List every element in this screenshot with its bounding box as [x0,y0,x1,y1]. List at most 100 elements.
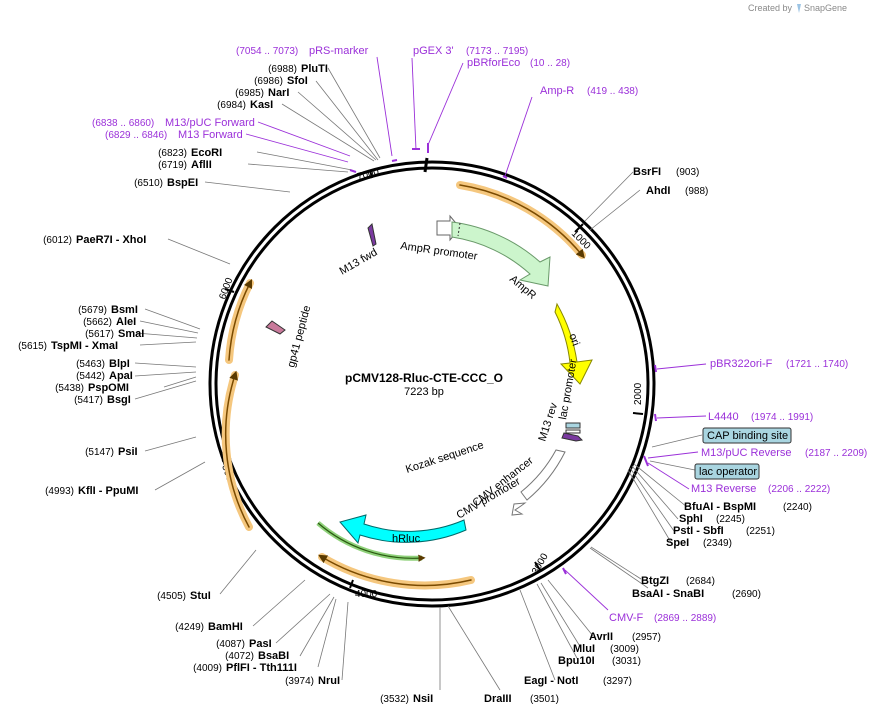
primer-name: M13/pUC Reverse [701,447,791,459]
ori-arrow [554,302,593,385]
snapgene-logo-icon [797,4,801,13]
origin-tick [423,157,429,173]
primer-name: pRS-marker [309,45,369,57]
m13-rev-label: M13 rev [536,401,560,443]
enzyme-name: BsrFI [633,166,661,178]
enzyme-name: PaeR7I - XhoI [76,234,146,246]
enzyme-name: AflII [191,159,212,171]
enzyme-pos: (903) [676,167,699,178]
primer-range: (2187 .. 2209) [805,448,867,459]
cap-binding-site-label: CAP binding site [707,430,788,442]
enzyme-name: BamHI [208,621,243,633]
primer-range: (419 .. 438) [587,86,638,97]
primer-range: (7054 .. 7073) [236,46,298,57]
enzyme-pos: (5615) [18,341,47,352]
hrluc-arrow [339,514,467,545]
enzyme-name: AhdI [646,185,670,197]
primer-range: (2869 .. 2889) [654,613,716,624]
enzyme-pos: (3031) [612,656,641,667]
lac-operator-box [694,463,760,480]
enzyme-pos: (3532) [380,694,409,705]
ori-label: ori [566,332,581,348]
enzyme-pos: (3009) [610,644,639,655]
primer-range: (7173 .. 7195) [466,46,528,57]
enzyme-pos: (4009) [193,663,222,674]
enzyme-pos: (2957) [632,632,661,643]
primer-range: (1974 .. 1991) [751,412,813,423]
enzyme-pos: (2684) [686,576,715,587]
enzyme-name: TspMI - XmaI [51,340,118,352]
enzyme-name: BsaBI [258,650,289,662]
enzyme-name: NarI [268,87,289,99]
primer-range: (6838 .. 6860) [92,118,154,129]
enzyme-name: EcoRI [191,147,222,159]
tick-4000: 4000 [355,589,378,600]
enzyme-name: SfoI [287,75,308,87]
enzyme-name: ApaI [109,370,133,382]
kozak-label: Kozak sequence [404,439,485,476]
enzyme-name: PluTI [301,63,328,75]
lac-operator-label: lac operator [699,466,757,478]
enzyme-name: PsiI [118,446,138,458]
enzyme-pos: (988) [685,186,708,197]
snapgene-brand: SnapGene [804,3,847,13]
enzyme-name: KflI - PpuMI [78,485,139,497]
orf-arcs [221,181,586,590]
enzyme-pos: (6719) [158,160,187,171]
m13-fwd-arrow [367,222,377,247]
enzyme-name: SpeI [666,537,689,549]
ampr-promoter-label: AmpR promoter [400,240,479,263]
enzyme-pos: (3297) [603,676,632,687]
enzyme-name: AleI [116,316,136,328]
enzyme-name: StuI [190,590,211,602]
enzyme-name: Bpu10I [558,655,595,667]
enzyme-pos: (6823) [158,148,187,159]
cmv-enhancer-arrow [520,449,566,501]
enzyme-name: BspEI [167,177,198,189]
enzyme-name: NruI [318,675,340,687]
enzyme-pos: (5617) [85,329,114,340]
tick-marks [221,169,644,589]
enzyme-pos: (6510) [134,178,163,189]
gp41-peptide-mark [265,320,286,335]
leader-lines [134,67,703,691]
tick-2000: 2000 [633,382,644,405]
enzyme-name: PasI [249,638,272,650]
enzyme-pos: (5679) [78,305,107,316]
primer-name: pBR322ori-F [710,358,773,370]
enzyme-name: EagI - NotI [524,675,578,687]
enzyme-pos: (4993) [45,486,74,497]
created-by-text: Created by [748,3,793,13]
primer-name: pGEX 3' [413,45,454,57]
enzyme-pos: (3974) [285,676,314,687]
lac-promoter-label: lac promoter [557,358,579,421]
enzyme-name: BsgI [107,394,131,406]
enzyme-name: BsaAI - SnaBI [632,588,704,600]
enzyme-pos: (6986) [254,76,283,87]
backbone-inner [214,166,650,602]
primer-name: CMV-F [609,612,644,624]
enzyme-name: DraIII [484,693,512,705]
enzyme-pos: (5417) [74,395,103,406]
gp41-label: gp41 peptide [285,304,313,369]
enzyme-pos: (6985) [235,88,264,99]
cmv-promoter-arrow [511,502,527,516]
enzyme-pos: (5442) [76,371,105,382]
enzyme-name: BlpI [109,358,130,370]
primer-name: M13 Reverse [691,483,756,495]
primer-range: (6829 .. 6846) [105,130,167,141]
primer-range: (1721 .. 1740) [786,359,848,370]
enzyme-pos: (3501) [530,694,559,705]
enzyme-pos: (6012) [43,235,72,246]
primer-marks [349,143,657,575]
enzyme-pos: (2349) [703,538,732,549]
enzyme-pos: (2251) [746,526,775,537]
enzyme-pos: (5438) [55,383,84,394]
enzyme-pos: (4505) [157,591,186,602]
enzyme-name: BtgZI [641,575,669,587]
plasmid-name: pCMV128-Rluc-CTE-CCC_O [345,371,503,385]
tick-7000: 7000 [356,166,381,182]
hrluc-label: hRluc [392,533,421,545]
lac-promoter-mark [565,429,581,434]
